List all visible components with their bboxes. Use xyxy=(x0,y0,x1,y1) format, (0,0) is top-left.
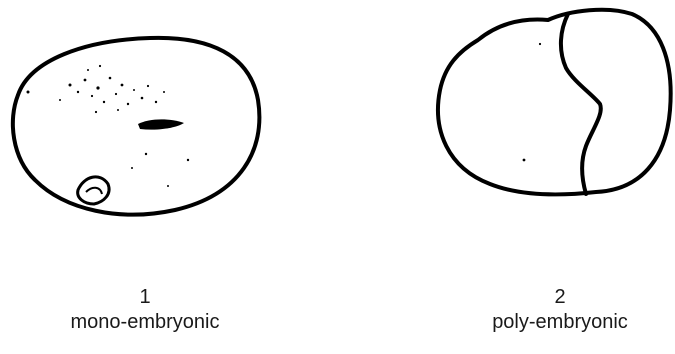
poly-embryonic-seed xyxy=(438,10,671,195)
figure-2-number: 2 xyxy=(425,285,675,310)
poly-embryonic-speckle xyxy=(523,159,526,162)
poly-embryonic-speckle xyxy=(539,43,541,45)
figure-1-label: mono-embryonic xyxy=(10,310,280,335)
mono-embryonic-seed-outline xyxy=(13,38,260,215)
figure-1-number: 1 xyxy=(10,285,280,310)
mono-embryonic-seed xyxy=(13,38,260,215)
figure-2-label: poly-embryonic xyxy=(425,310,675,335)
mono-embryonic-caption: 1 mono-embryonic xyxy=(10,285,280,335)
poly-embryonic-caption: 2 poly-embryonic xyxy=(425,285,675,335)
poly-embryonic-seed-outline xyxy=(438,10,671,195)
